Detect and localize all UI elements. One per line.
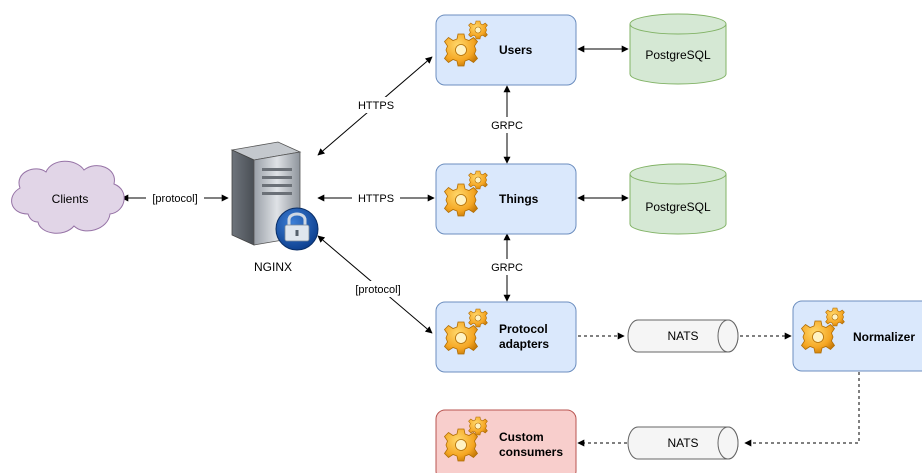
protocol-adapters-line-1: Protocol [499, 322, 548, 336]
nats-top-node: NATS [627, 319, 739, 353]
gear-icon [825, 307, 845, 327]
gear-icon [801, 320, 835, 354]
nginx-node: NGINX [230, 141, 319, 274]
edge-normalizer-nats [744, 372, 860, 447]
nats-bottom-node: NATS [627, 426, 739, 460]
gear-icon [444, 33, 478, 67]
clients-cloud: Clients [11, 160, 125, 234]
database-icon [629, 13, 727, 85]
normalizer-label: Normalizer [853, 330, 915, 344]
lock-icon [275, 207, 319, 251]
gear-icon [468, 308, 488, 328]
edge-labels: [protocol] HTTPS HTTPS [protocol] GRPC G… [146, 97, 530, 297]
edges [121, 45, 860, 447]
edge-label-nginx-things: HTTPS [358, 193, 394, 205]
gear-icon [444, 321, 478, 355]
gear-icon [468, 416, 488, 436]
users-node: Users [435, 14, 577, 86]
custom-consumers-line-2: consumers [499, 445, 563, 459]
protocol-adapters-line-2: adapters [499, 337, 549, 351]
things-label: Things [499, 192, 539, 206]
normalizer-node: Normalizer [792, 300, 922, 372]
postgres-things-label: PostgreSQL [645, 200, 711, 214]
gear-icon [444, 428, 478, 462]
edge-label-nginx-adapters: [protocol] [355, 284, 400, 296]
users-label: Users [499, 43, 533, 57]
custom-consumers-label: Custom consumers [499, 430, 563, 459]
nginx-label: NGINX [254, 260, 292, 274]
nats-bottom-label: NATS [667, 436, 698, 450]
protocol-adapters-label: Protocol adapters [499, 322, 551, 351]
clients-label: Clients [52, 192, 89, 206]
custom-consumers-node: Custom consumers [435, 409, 577, 473]
gear-icon [468, 20, 488, 40]
things-node: Things [435, 163, 577, 235]
protocol-adapters-node: Protocol adapters [435, 301, 577, 373]
cloud-icon [11, 160, 125, 234]
edge-label-nginx-users: HTTPS [358, 100, 394, 112]
postgres-users-label: PostgreSQL [645, 48, 711, 62]
gear-icon [468, 170, 488, 190]
nats-top-label: NATS [667, 329, 698, 343]
edge-label-users-things: GRPC [491, 120, 523, 132]
edge-label-clients-nginx: [protocol] [152, 193, 197, 205]
edge-label-things-adapters: GRPC [491, 262, 523, 274]
postgres-users-node: PostgreSQL [629, 13, 727, 85]
database-icon [629, 163, 727, 235]
gear-icon [444, 183, 478, 217]
custom-consumers-line-1: Custom [499, 430, 544, 444]
postgres-things-node: PostgreSQL [629, 163, 727, 235]
